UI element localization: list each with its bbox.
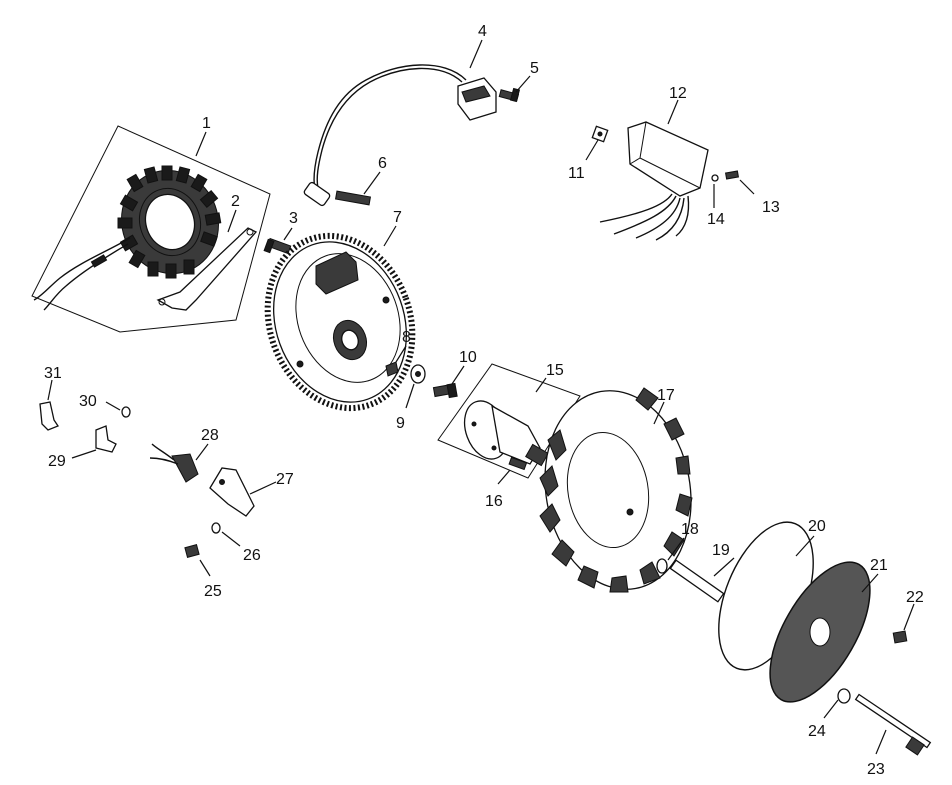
part-label-8: 8 [402,329,411,346]
part-label-14: 14 [707,211,725,228]
pulse-generator-plate [209,467,255,517]
clamp [95,425,117,453]
stator-assembly [31,125,271,333]
part-label-7: 7 [393,209,402,226]
part-label-15: 15 [546,362,564,379]
part-label-22: 22 [906,589,924,606]
clamp [39,401,59,431]
nut [892,630,908,644]
part-label-26: 26 [243,547,261,564]
part-label-2: 2 [231,193,240,210]
part-label-20: 20 [808,518,826,535]
part-label-18: 18 [681,521,699,538]
part-label-31: 31 [44,365,62,382]
cooling-fan [539,387,693,593]
washer [121,406,131,418]
part-labels: 1 2 3 4 5 6 7 8 9 10 11 12 13 14 15 16 1… [44,23,924,778]
wire-clamp-bracket [156,227,258,311]
part-label-19: 19 [712,542,730,559]
screen [769,561,871,703]
part-label-28: 28 [201,427,219,444]
pulse-generator [149,443,199,483]
leader-lines [47,39,915,755]
nut [591,125,609,143]
bolt-washer [837,688,851,704]
part-label-10: 10 [459,349,477,366]
small-washer [711,174,719,182]
part-label-23: 23 [867,761,885,778]
part-label-4: 4 [478,23,487,40]
part-label-24: 24 [808,723,826,740]
part-label-11: 11 [568,165,585,182]
screw [184,544,200,558]
woodruff-key [385,361,399,377]
part-label-27: 27 [276,471,294,488]
part-label-30: 30 [79,393,97,410]
stator-screw [263,237,292,255]
flywheel-bolt [432,382,458,399]
part-label-16: 16 [485,493,503,510]
part-label-6: 6 [378,155,387,172]
hub-screw [508,456,528,471]
spacer-washer [656,558,668,574]
coil-screw [498,87,521,103]
washer [211,522,221,534]
pin [669,559,725,603]
ignition-coil [313,64,497,191]
flywheel [264,232,416,412]
part-label-25: 25 [204,583,222,600]
part-label-29: 29 [48,453,66,470]
part-label-9: 9 [396,415,405,432]
cdi-screw [724,170,740,180]
part-label-13: 13 [762,199,780,216]
part-label-12: 12 [669,85,687,102]
part-label-3: 3 [289,210,298,227]
spark-plug-cap [303,181,372,207]
long-bolt [854,693,932,756]
part-label-1: 1 [202,115,211,132]
cdi-unit [599,121,709,241]
part-label-5: 5 [530,60,539,77]
part-label-17: 17 [657,387,675,404]
starter-hub [437,363,581,479]
part-label-21: 21 [870,557,888,574]
washer [410,364,426,384]
